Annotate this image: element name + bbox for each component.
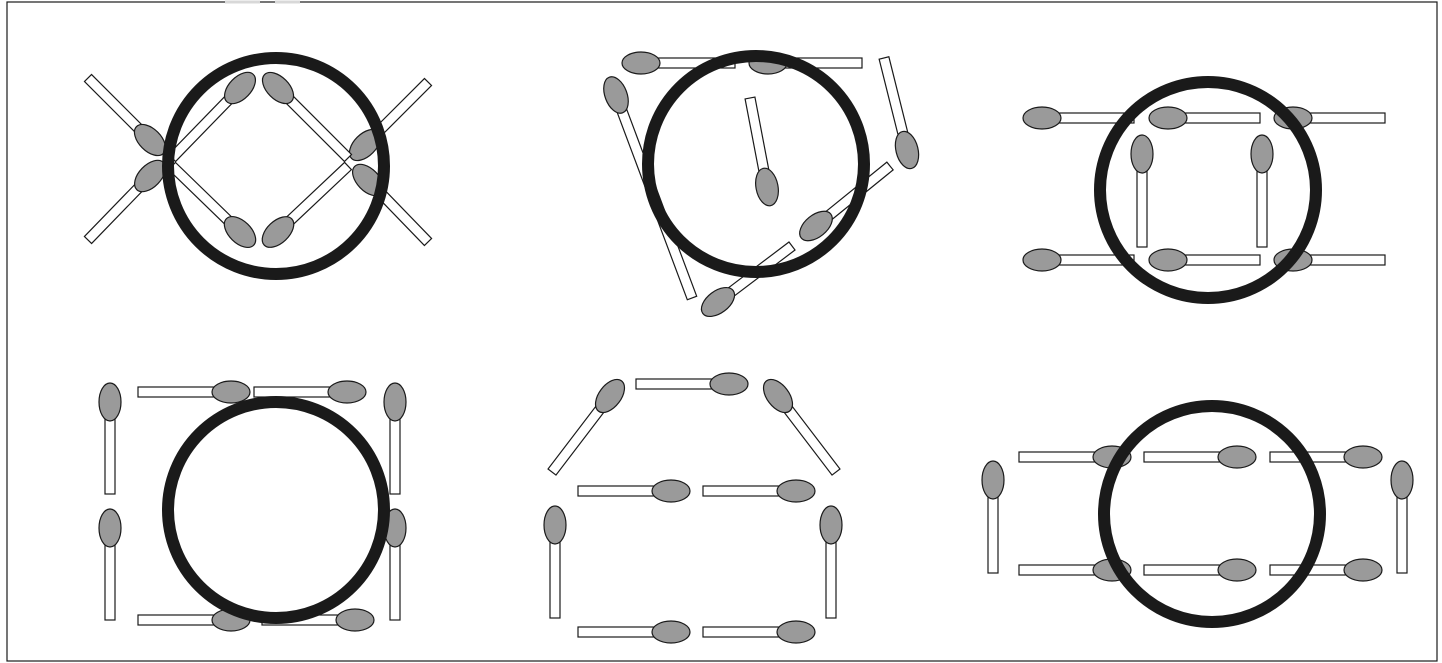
match-stick-body — [1019, 452, 1104, 462]
match-stick-body — [578, 627, 663, 637]
panel-rectangle-of-eight — [982, 406, 1413, 622]
matchstick — [1270, 559, 1382, 581]
matchstick — [820, 506, 842, 618]
matchstick — [1149, 249, 1260, 271]
match-head — [1149, 107, 1187, 129]
match-stick-body — [1176, 113, 1260, 123]
matchstick — [1270, 446, 1382, 468]
match-head — [1131, 135, 1153, 173]
matchstick — [80, 155, 171, 248]
match-head — [982, 461, 1004, 499]
matchstick — [703, 480, 815, 502]
match-head — [328, 381, 366, 403]
match-stick-body — [138, 387, 223, 397]
matchstick — [578, 480, 690, 502]
match-stick-body — [1144, 452, 1229, 462]
matchstick — [384, 383, 406, 494]
match-head — [1149, 249, 1187, 271]
match-head — [1344, 559, 1382, 581]
match-head — [753, 166, 782, 207]
match-head — [892, 129, 923, 171]
matchstick — [703, 621, 815, 643]
match-head — [1391, 461, 1413, 499]
matchstick — [1144, 446, 1256, 468]
matchstick — [80, 70, 171, 161]
match-stick-body — [138, 615, 223, 625]
match-head — [710, 373, 748, 395]
matchstick — [1391, 461, 1413, 573]
match-head — [1344, 446, 1382, 468]
matchstick — [543, 374, 630, 478]
panel-diamond-with-crossed-matches — [80, 58, 436, 274]
match-stick-body — [1257, 162, 1267, 247]
match-stick-body — [826, 533, 836, 618]
matchstick — [1251, 135, 1273, 247]
matchstick — [99, 383, 121, 494]
match-head — [652, 480, 690, 502]
black-ring — [648, 56, 864, 272]
matchstick — [1149, 107, 1260, 129]
match-stick-body — [636, 379, 721, 389]
match-stick-body — [879, 57, 910, 144]
matchstick — [696, 237, 798, 322]
matchstick — [99, 509, 121, 620]
matchstick — [544, 506, 566, 618]
matchstick — [138, 381, 250, 403]
match-head — [212, 381, 250, 403]
match-stick-body — [1137, 162, 1147, 247]
match-head — [1218, 446, 1256, 468]
match-stick-body — [1397, 488, 1407, 573]
match-stick-body — [390, 410, 400, 494]
match-stick-body — [550, 533, 560, 618]
matchstick — [739, 96, 781, 208]
matchstick — [1131, 135, 1153, 247]
matchstick — [578, 621, 690, 643]
panel-square-of-eight — [99, 381, 406, 631]
match-head — [1023, 249, 1061, 271]
match-head — [652, 621, 690, 643]
match-stick-body — [1019, 565, 1104, 575]
match-stick-body — [105, 410, 115, 494]
match-stick-body — [1144, 565, 1229, 575]
match-head — [820, 506, 842, 544]
match-stick-body — [703, 486, 788, 496]
matchstick — [982, 461, 1004, 573]
matchstick — [636, 373, 748, 395]
match-stick-body — [703, 627, 788, 637]
match-head — [599, 73, 633, 116]
match-stick-body — [254, 387, 339, 397]
match-head — [777, 480, 815, 502]
match-stick-body — [578, 486, 663, 496]
panel-house — [543, 373, 844, 643]
match-stick-body — [1301, 255, 1385, 265]
match-stick-body — [105, 536, 115, 620]
match-stick-body — [1176, 255, 1260, 265]
match-stick-body — [390, 536, 400, 620]
matchstick — [758, 374, 845, 478]
panel-scattered-triangle — [599, 52, 922, 322]
match-head — [544, 506, 566, 544]
matchstick — [257, 158, 356, 253]
match-head — [1023, 107, 1061, 129]
match-head — [99, 509, 121, 547]
match-head — [622, 52, 660, 74]
match-head — [99, 383, 121, 421]
match-head — [384, 383, 406, 421]
match-head — [1218, 559, 1256, 581]
match-stick-body — [745, 97, 770, 180]
matchstick — [873, 55, 922, 171]
black-ring — [1104, 406, 1320, 622]
match-head — [1251, 135, 1273, 173]
match-head — [336, 609, 374, 631]
panel-open-square — [1023, 82, 1385, 298]
match-stick-body — [988, 488, 998, 573]
black-ring — [168, 402, 384, 618]
matchstick — [1144, 559, 1256, 581]
match-head — [777, 621, 815, 643]
match-stick-body — [1301, 113, 1385, 123]
